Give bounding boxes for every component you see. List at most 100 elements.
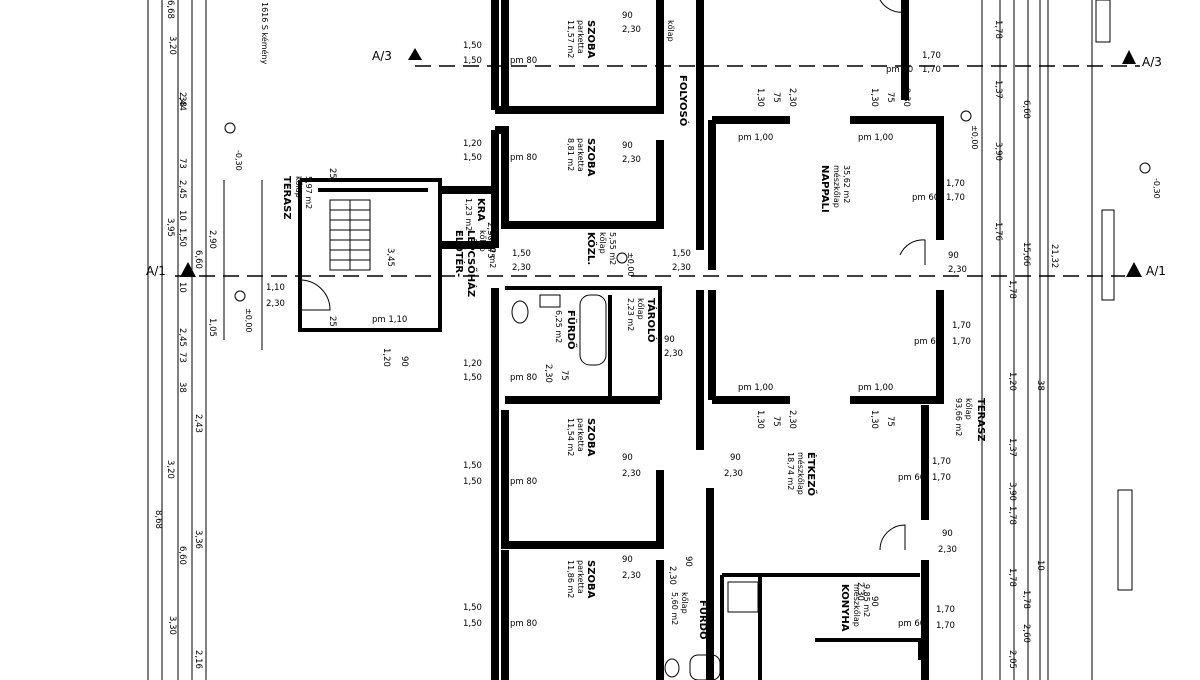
svg-text:kőlap: kőlap: [680, 592, 689, 614]
svg-text:90: 90: [622, 453, 633, 463]
svg-text:1,50: 1,50: [463, 619, 482, 629]
svg-text:2,30: 2,30: [672, 263, 691, 273]
svg-text:2,30: 2,30: [485, 222, 495, 241]
svg-text:1,05: 1,05: [207, 318, 217, 337]
svg-text:1,78: 1,78: [1007, 506, 1017, 525]
svg-text:1,50: 1,50: [463, 153, 482, 163]
svg-text:1,70: 1,70: [936, 605, 955, 615]
svg-text:kőlap: kőlap: [636, 298, 645, 320]
svg-text:parketta: parketta: [576, 20, 585, 54]
svg-text:3,20: 3,20: [167, 36, 177, 55]
svg-text:11,57 m2: 11,57 m2: [566, 20, 575, 58]
room-kamra: KRA 1,23 m2: [464, 198, 486, 231]
svg-text:2,30: 2,30: [901, 88, 911, 107]
svg-text:1,70: 1,70: [936, 621, 955, 631]
svg-text:75: 75: [885, 92, 895, 103]
svg-text:pm 80: pm 80: [510, 56, 537, 66]
svg-text:pm 60: pm 60: [898, 473, 925, 483]
section-a3-left-label: A/3: [372, 49, 392, 63]
sanitary-fixtures: [511, 294, 759, 680]
svg-text:25: 25: [327, 316, 337, 327]
svg-text:1,78: 1,78: [1007, 568, 1017, 587]
svg-text:1,30: 1,30: [755, 88, 765, 107]
svg-text:LÉPCSŐHÁZ: LÉPCSŐHÁZ: [465, 230, 479, 297]
svg-text:1,70: 1,70: [932, 457, 951, 467]
svg-text:2,30: 2,30: [266, 299, 285, 309]
level-label: -0,30: [1152, 178, 1161, 199]
right-chain-texts: 1,78 1,37 3,90 1,76 1,78 6,60 15,66 21,3…: [993, 20, 1059, 669]
svg-text:2,45: 2,45: [177, 328, 187, 347]
svg-text:6,60: 6,60: [177, 546, 187, 565]
svg-text:SZOBA: SZOBA: [585, 20, 596, 59]
svg-text:SZOBA: SZOBA: [585, 138, 596, 177]
building-walls: [298, 0, 944, 680]
svg-text:kőlap: kőlap: [598, 232, 607, 254]
svg-text:3,90: 3,90: [993, 142, 1003, 161]
svg-text:1,50: 1,50: [463, 41, 482, 51]
svg-text:6,60: 6,60: [193, 250, 203, 269]
room-kozl: KÖZL. kőlap 5,55 m2: [585, 232, 617, 265]
svg-text:2,30: 2,30: [787, 410, 797, 429]
svg-text:3,20: 3,20: [165, 460, 175, 479]
svg-text:2,30: 2,30: [855, 582, 865, 601]
svg-text:pm 80: pm 80: [510, 477, 537, 487]
svg-text:1,23 m2: 1,23 m2: [464, 198, 473, 231]
svg-text:2,30: 2,30: [667, 566, 677, 585]
svg-text:90: 90: [664, 335, 675, 345]
level-marker-icon: [1139, 162, 1151, 174]
svg-text:90: 90: [622, 141, 633, 151]
level-label: -0,30: [234, 150, 243, 171]
svg-text:ÉTKEZŐ: ÉTKEZŐ: [805, 452, 819, 496]
svg-text:90: 90: [869, 596, 879, 607]
svg-text:1,50: 1,50: [463, 477, 482, 487]
room-szoba-top: SZOBA parketta 11,57 m2: [566, 20, 596, 59]
svg-text:11,54 m2: 11,54 m2: [566, 418, 575, 456]
svg-text:1,50: 1,50: [463, 373, 482, 383]
svg-text:75: 75: [885, 416, 895, 427]
svg-text:8,68: 8,68: [153, 510, 163, 529]
svg-text:pm 60: pm 60: [914, 337, 941, 347]
svg-text:1,50: 1,50: [512, 249, 531, 259]
section-lines: [175, 48, 1142, 277]
svg-text:2,30: 2,30: [724, 469, 743, 479]
svg-text:2,30: 2,30: [787, 88, 797, 107]
room-labels: SZOBA parketta 11,57 m2 FOLYOSÓ kőlap 17…: [281, 20, 986, 639]
svg-text:1,78: 1,78: [1007, 280, 1017, 299]
svg-text:2,43: 2,43: [193, 414, 203, 433]
svg-text:ELŐTÉR-: ELŐTÉR-: [453, 230, 467, 277]
svg-text:10: 10: [177, 210, 187, 221]
svg-text:1,50: 1,50: [463, 461, 482, 471]
svg-text:1,70: 1,70: [932, 473, 951, 483]
svg-text:2,23 m2: 2,23 m2: [626, 298, 635, 331]
svg-text:TERASZ: TERASZ: [975, 398, 986, 442]
svg-text:1,30: 1,30: [869, 88, 879, 107]
svg-text:1,76: 1,76: [993, 222, 1003, 241]
window-dimensions: 1,50 1,50 pm 80 1,20 1,50 pm 80 1,20 1,5…: [266, 11, 971, 631]
svg-text:2,05: 2,05: [1007, 650, 1017, 669]
svg-text:pm 1,00: pm 1,00: [738, 383, 773, 393]
svg-text:2,30: 2,30: [622, 469, 641, 479]
svg-text:1,50: 1,50: [463, 56, 482, 66]
svg-text:NAPPALI: NAPPALI: [819, 165, 830, 213]
svg-text:6,60: 6,60: [1021, 100, 1031, 119]
svg-text:kőlap: kőlap: [478, 230, 487, 252]
section-a1-right-arrow-icon: [1126, 262, 1142, 277]
section-labels: A/3 A/3 A/1 A/1: [146, 49, 1166, 278]
svg-text:1,70: 1,70: [952, 321, 971, 331]
svg-text:pm 60: pm 60: [886, 65, 913, 75]
svg-text:10: 10: [1035, 560, 1045, 571]
svg-text:15,66: 15,66: [1021, 242, 1031, 266]
section-a1-left-arrow-icon: [180, 262, 196, 277]
room-terasz-right: TERASZ kőlap 93,66 m2: [954, 398, 986, 442]
section-a3-left-arrow-icon: [408, 48, 422, 60]
svg-text:parketta: parketta: [576, 418, 585, 452]
svg-text:2,30: 2,30: [622, 571, 641, 581]
svg-text:FÜRDŐ: FÜRDŐ: [565, 310, 579, 349]
svg-text:11,86 m2: 11,86 m2: [566, 560, 575, 598]
svg-text:pm 1,00: pm 1,00: [858, 133, 893, 143]
svg-text:90: 90: [399, 356, 409, 367]
svg-text:KÖZL.: KÖZL.: [585, 232, 599, 265]
staircase: [329, 199, 371, 271]
room-furdo-2-info: kőlap 5,60 m2: [670, 592, 689, 625]
